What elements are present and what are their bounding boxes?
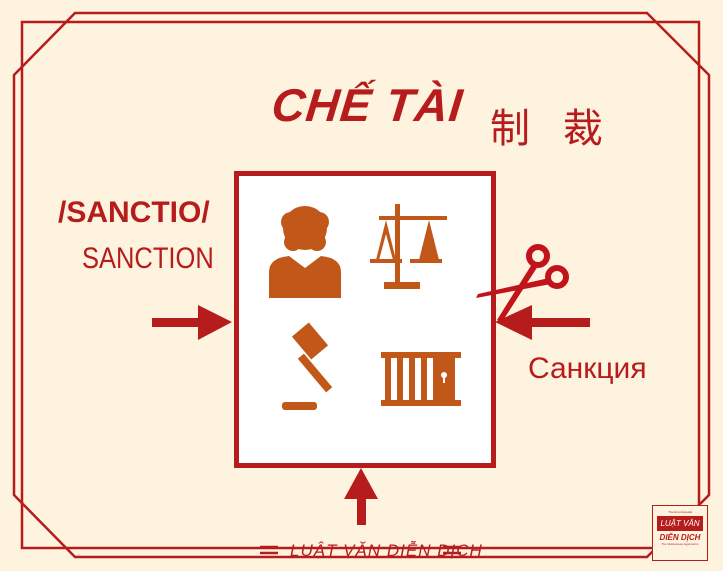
logo-line2: DIỄN DỊCH	[659, 533, 701, 542]
scales-of-justice-icon	[370, 204, 447, 289]
footer-brand: LUẬT VĂN DIỄN DỊCH	[290, 541, 483, 560]
brand-logo: The Encyclopedia LUẬT VĂN DIỄN DỊCH The …	[652, 505, 708, 561]
logo-top: The Encyclopedia	[668, 510, 692, 514]
russian-term: Санкция	[528, 352, 647, 385]
icon-box	[234, 171, 496, 468]
inner-frame	[20, 20, 701, 550]
logo-bottom: The Vietnamese legal terms	[661, 542, 699, 546]
judge-icon	[269, 206, 341, 298]
latin-term: /SANCTIO/	[58, 196, 210, 229]
chinese-title: 制 裁	[490, 106, 613, 152]
left-arrow	[152, 305, 232, 340]
right-arrow	[495, 305, 590, 340]
scissors-icon	[476, 244, 569, 322]
page-title: CHẾ TÀI	[269, 79, 466, 131]
footer-dashes	[260, 545, 461, 555]
gavel-icon	[282, 322, 333, 410]
outer-chamfer-frame	[12, 11, 711, 559]
english-term: SANCTION	[82, 242, 214, 275]
bottom-arrow	[344, 468, 378, 525]
logo-line1: LUẬT VĂN	[657, 516, 703, 531]
jail-cell-icon	[381, 352, 461, 406]
